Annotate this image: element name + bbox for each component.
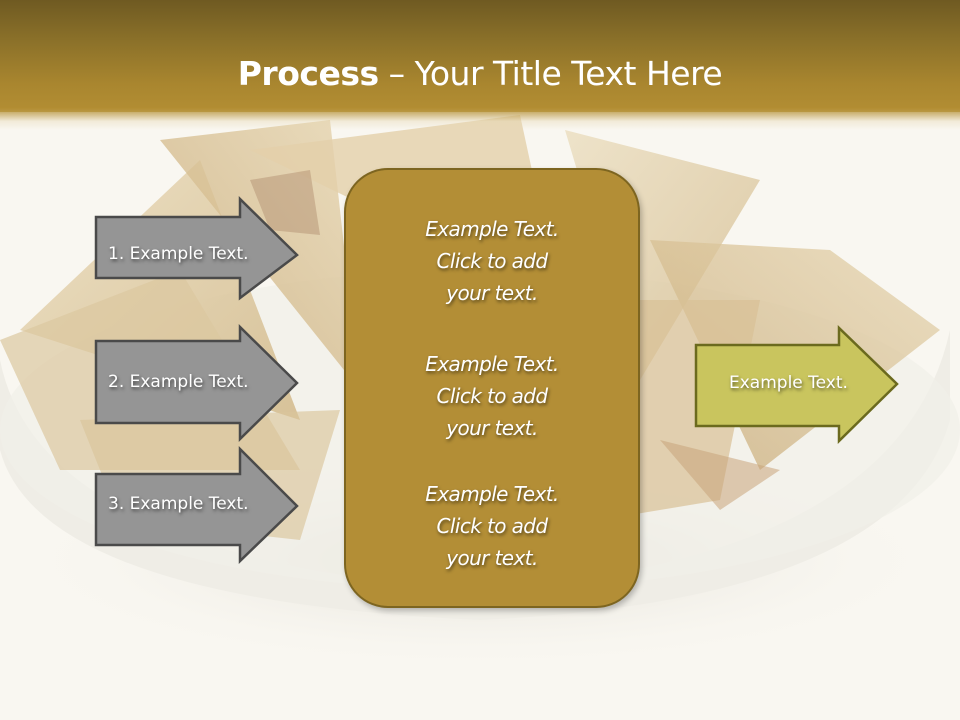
text-line: your text. bbox=[446, 281, 538, 305]
right-arrow-shape-icon bbox=[94, 196, 299, 301]
text-line: Example Text. bbox=[425, 482, 559, 506]
text-line: your text. bbox=[446, 416, 538, 440]
right-arrow-shape-icon bbox=[94, 445, 299, 564]
text-line: your text. bbox=[446, 546, 538, 570]
title-rest-part: – Your Title Text Here bbox=[378, 54, 723, 93]
result-arrow-label: Example Text. bbox=[729, 373, 848, 393]
text-line: Example Text. bbox=[425, 217, 559, 241]
right-arrow-shape-icon bbox=[94, 324, 299, 442]
center-text-block-3[interactable]: Example Text. Click to add your text. bbox=[346, 478, 638, 574]
right-arrow-shape-icon bbox=[694, 325, 899, 444]
result-arrow[interactable]: Example Text. bbox=[694, 325, 900, 444]
step-arrow-1[interactable]: 1. Example Text. bbox=[94, 196, 300, 301]
slide-title[interactable]: Process – Your Title Text Here bbox=[0, 52, 960, 96]
title-bold-part: Process bbox=[237, 54, 379, 93]
center-content-box[interactable]: Example Text. Click to add your text. Ex… bbox=[344, 168, 640, 608]
text-line: Click to add bbox=[436, 514, 549, 538]
center-text-block-2[interactable]: Example Text. Click to add your text. bbox=[346, 348, 638, 444]
text-line: Example Text. bbox=[425, 352, 559, 376]
text-line: Click to add bbox=[436, 249, 549, 273]
step-arrow-2[interactable]: 2. Example Text. bbox=[94, 324, 300, 442]
step-arrow-3[interactable]: 3. Example Text. bbox=[94, 445, 300, 564]
title-bar bbox=[0, 0, 960, 112]
center-text-block-1[interactable]: Example Text. Click to add your text. bbox=[346, 213, 638, 309]
step-arrow-label: 2. Example Text. bbox=[108, 372, 249, 392]
step-arrow-label: 1. Example Text. bbox=[108, 244, 249, 264]
text-line: Click to add bbox=[436, 384, 549, 408]
title-bar-fade bbox=[0, 108, 960, 130]
step-arrow-label: 3. Example Text. bbox=[108, 494, 249, 514]
